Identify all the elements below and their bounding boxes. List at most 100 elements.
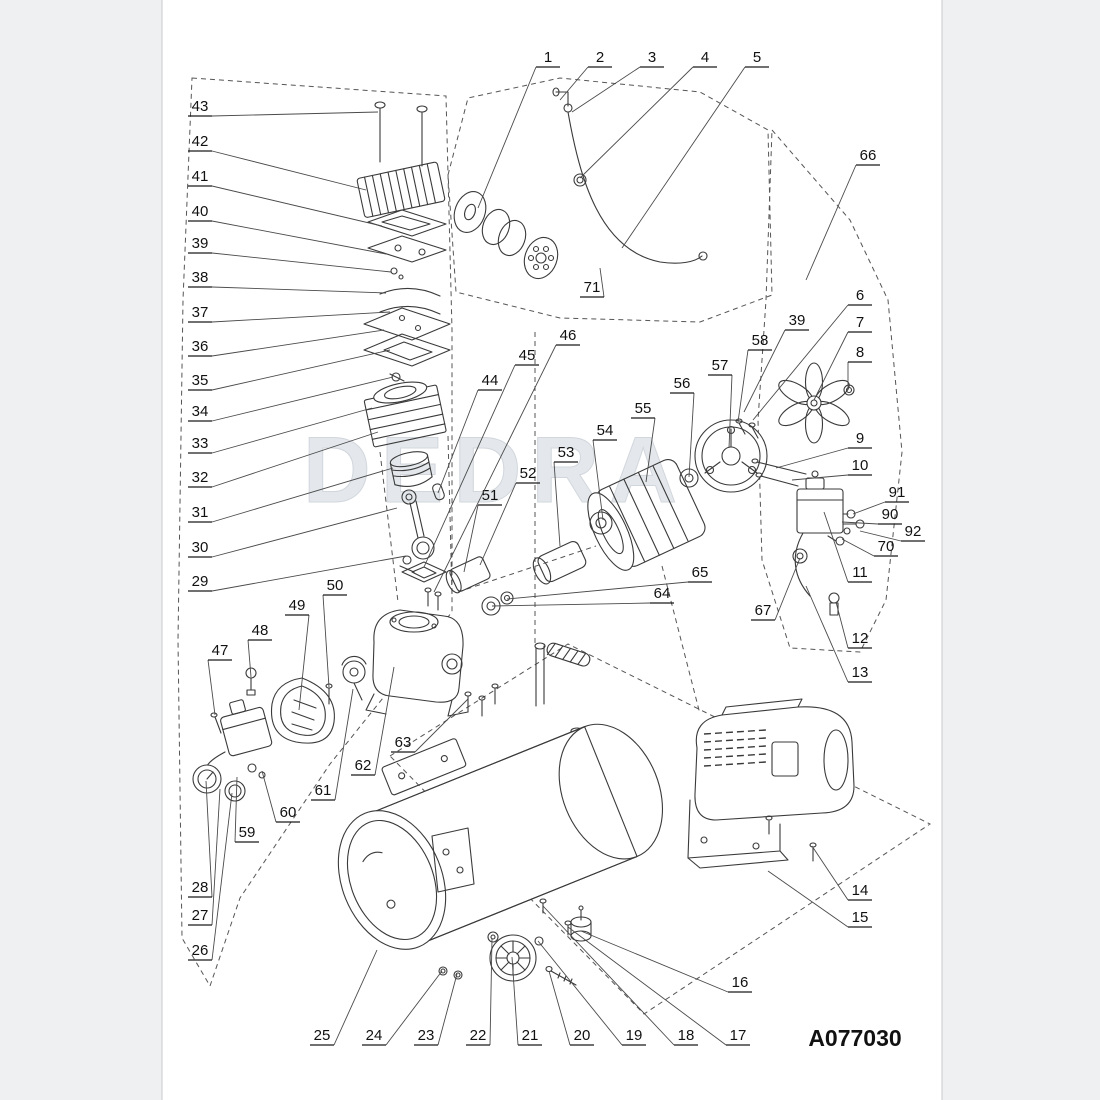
svg-text:39: 39 bbox=[789, 312, 806, 329]
part-label-43: 43 bbox=[188, 98, 379, 117]
head-screws bbox=[374, 101, 428, 167]
svg-text:38: 38 bbox=[192, 269, 209, 286]
svg-text:19: 19 bbox=[626, 1027, 643, 1044]
part-label-36: 36 bbox=[188, 329, 385, 357]
wheel-washers bbox=[438, 931, 544, 980]
part-label-71: 71 bbox=[580, 267, 605, 298]
part-label-53: 53 bbox=[553, 444, 578, 547]
cylinder-finned bbox=[363, 381, 447, 448]
svg-text:56: 56 bbox=[674, 375, 691, 392]
part-label-24: 24 bbox=[362, 970, 443, 1046]
part-label-12: 12 bbox=[835, 601, 872, 649]
motor-end-bell bbox=[694, 419, 768, 493]
sleeve-bushing bbox=[445, 556, 491, 594]
part-label-31: 31 bbox=[188, 467, 394, 523]
svg-text:41: 41 bbox=[192, 168, 209, 185]
svg-text:2: 2 bbox=[596, 49, 604, 66]
crankshaft bbox=[341, 655, 367, 701]
part-label-39: 39 bbox=[743, 312, 809, 413]
part-label-45: 45 bbox=[423, 347, 539, 568]
svg-text:55: 55 bbox=[635, 400, 652, 417]
part-label-15: 15 bbox=[767, 870, 872, 928]
svg-text:53: 53 bbox=[558, 444, 575, 461]
side-cover bbox=[270, 677, 335, 744]
part-label-35: 35 bbox=[188, 349, 391, 391]
pressure-regulator bbox=[206, 699, 273, 779]
part-label-18: 18 bbox=[542, 905, 698, 1046]
svg-text:92: 92 bbox=[905, 523, 922, 540]
part-label-48: 48 bbox=[247, 622, 272, 678]
through-bolts bbox=[751, 458, 807, 487]
handle-tube bbox=[534, 642, 591, 707]
outlet-fitting bbox=[827, 535, 845, 546]
part-label-52: 52 bbox=[479, 465, 540, 566]
part-label-51: 51 bbox=[463, 487, 502, 573]
part-label-63: 63 bbox=[391, 698, 469, 753]
wheel bbox=[489, 934, 537, 982]
svg-text:16: 16 bbox=[732, 974, 749, 991]
part-label-62: 62 bbox=[351, 666, 395, 776]
svg-text:52: 52 bbox=[520, 465, 537, 482]
reed-valves bbox=[379, 287, 441, 315]
svg-text:49: 49 bbox=[289, 597, 306, 614]
part-label-67: 67 bbox=[751, 557, 801, 621]
part-label-23: 23 bbox=[414, 973, 458, 1046]
svg-text:31: 31 bbox=[192, 504, 209, 521]
svg-text:10: 10 bbox=[852, 457, 869, 474]
assembly-group-outlines bbox=[177, 77, 931, 1015]
part-label-17: 17 bbox=[567, 926, 750, 1046]
part-label-57: 57 bbox=[708, 357, 733, 449]
part-label-25: 25 bbox=[310, 949, 378, 1046]
air-tank bbox=[337, 723, 664, 950]
shroud-screws bbox=[765, 815, 817, 862]
svg-text:46: 46 bbox=[560, 327, 577, 344]
part-label-60: 60 bbox=[261, 770, 300, 823]
svg-text:40: 40 bbox=[192, 203, 209, 220]
part-label-55: 55 bbox=[631, 400, 656, 483]
cover-bolt-47 bbox=[210, 712, 222, 734]
part-label-91: 91 bbox=[852, 484, 909, 515]
rotor-bearing bbox=[589, 511, 613, 535]
svg-text:23: 23 bbox=[418, 1027, 435, 1044]
valve-cover-plate bbox=[367, 235, 447, 263]
svg-text:66: 66 bbox=[860, 147, 877, 164]
valve-plate bbox=[363, 307, 451, 341]
capacitor bbox=[532, 541, 587, 585]
svg-text:91: 91 bbox=[889, 484, 906, 501]
part-label-2: 2 bbox=[559, 49, 612, 101]
part-label-32: 32 bbox=[188, 431, 379, 488]
part-label-59: 59 bbox=[234, 776, 259, 843]
svg-text:48: 48 bbox=[252, 622, 269, 639]
part-label-54: 54 bbox=[592, 422, 617, 521]
part-label-61: 61 bbox=[311, 688, 354, 801]
svg-text:30: 30 bbox=[192, 539, 209, 556]
svg-text:7: 7 bbox=[856, 314, 864, 331]
svg-text:39: 39 bbox=[192, 235, 209, 252]
part-label-39: 39 bbox=[188, 235, 392, 273]
svg-text:9: 9 bbox=[856, 430, 864, 447]
part-label-38: 38 bbox=[188, 269, 387, 294]
part-label-26: 26 bbox=[188, 792, 233, 961]
part-label-8: 8 bbox=[847, 344, 872, 390]
part-label-33: 33 bbox=[188, 407, 373, 454]
svg-text:25: 25 bbox=[314, 1027, 331, 1044]
svg-text:24: 24 bbox=[366, 1027, 383, 1044]
part-label-5: 5 bbox=[621, 49, 769, 249]
part-label-1: 1 bbox=[477, 49, 560, 209]
svg-text:21: 21 bbox=[522, 1027, 539, 1044]
crankcase-gasket bbox=[401, 561, 447, 583]
end-bell-bolts bbox=[735, 418, 759, 439]
motor-shroud bbox=[694, 698, 855, 821]
rubber-foot bbox=[570, 905, 592, 942]
part-label-50: 50 bbox=[322, 577, 347, 688]
piston bbox=[389, 451, 433, 487]
head-gasket bbox=[367, 209, 447, 237]
cylinder-gasket bbox=[363, 333, 451, 367]
svg-text:67: 67 bbox=[755, 602, 772, 619]
pipe-nut bbox=[573, 173, 587, 187]
crankcase-bolts bbox=[424, 587, 442, 611]
part-label-42: 42 bbox=[188, 133, 367, 191]
part-label-14: 14 bbox=[811, 845, 872, 901]
